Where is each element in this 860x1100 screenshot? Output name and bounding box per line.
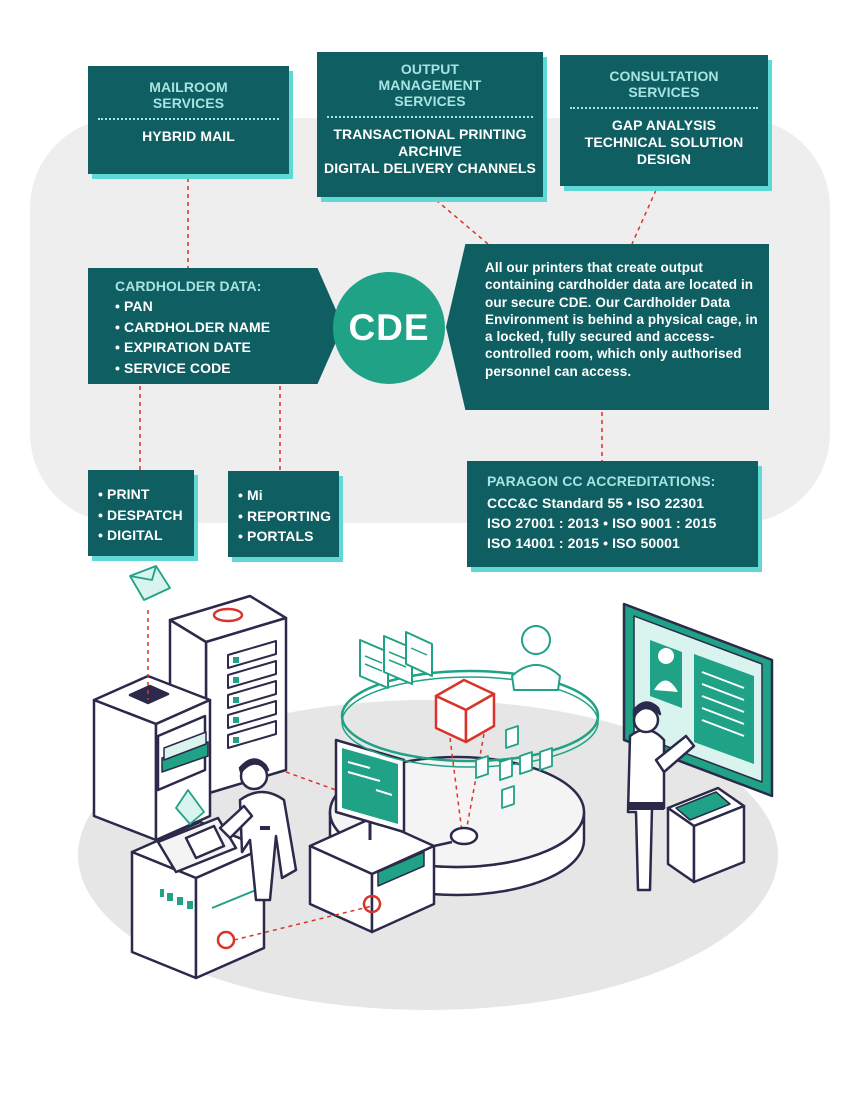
output-item: TRANSACTIONAL PRINTING <box>333 126 527 142</box>
cardholder-list: PAN CARDHOLDER NAME EXPIRATION DATE SERV… <box>115 296 343 378</box>
connector-consultation <box>631 189 657 245</box>
document-stack-icon <box>359 631 433 689</box>
mailroom-title: MAILROOM SERVICES <box>149 79 228 111</box>
consultation-item: TECHNICAL SOLUTION <box>584 134 744 150</box>
accreditation-line: ISO 14001 : 2015 • ISO 50001 <box>487 535 680 551</box>
consultation-title: CONSULTATION SERVICES <box>609 68 719 100</box>
cardholder-data-box: CARDHOLDER DATA: PAN CARDHOLDER NAME EXP… <box>88 268 343 384</box>
control-desk-icon <box>308 738 436 934</box>
list-item: EXPIRATION DATE <box>115 337 343 358</box>
list-item: DESPATCH <box>98 505 194 526</box>
consultation-services-box: CONSULTATION SERVICES GAP ANALYSIS TECHN… <box>560 55 768 186</box>
envelope-icon <box>175 789 205 825</box>
consultation-item: GAP ANALYSIS <box>611 117 717 133</box>
cde-description-box: All our printers that create output cont… <box>446 244 769 410</box>
output-item: DIGITAL DELIVERY CHANNELS <box>323 160 536 176</box>
accreditations-title: PARAGON CC ACCREDITATIONS: <box>487 473 716 489</box>
cde-description: All our printers that create output cont… <box>485 260 758 379</box>
accreditation-line: CCC&C Standard 55 • ISO 22301 <box>487 495 705 511</box>
person-icon <box>626 701 696 892</box>
server-tower-icon <box>168 594 288 796</box>
cde-circle: CDE <box>333 272 445 384</box>
data-tiles <box>475 725 553 809</box>
connector-output <box>435 199 489 245</box>
hologram-ring <box>340 669 600 768</box>
list-item: PRINT <box>98 484 194 505</box>
output-title-line: MANAGEMENT <box>378 77 482 93</box>
output-title-line: OUTPUT <box>400 61 460 77</box>
projector-icon <box>449 826 479 846</box>
envelope-icon <box>129 565 171 601</box>
output-item: ARCHIVE <box>398 143 462 159</box>
divider <box>570 107 758 109</box>
cable <box>433 840 453 848</box>
output-management-box: OUTPUT MANAGEMENT SERVICES TRANSACTIONAL… <box>317 52 543 197</box>
user-avatar-icon <box>511 625 561 691</box>
list-item: DIGITAL <box>98 525 194 546</box>
list-item: PAN <box>115 296 343 317</box>
mailroom-item: HYBRID MAIL <box>142 128 235 144</box>
divider <box>98 118 279 120</box>
accreditations-box: PARAGON CC ACCREDITATIONS: CCC&C Standar… <box>467 461 758 567</box>
output-title-line: SERVICES <box>394 93 466 109</box>
person-icon <box>218 758 298 902</box>
console-desk-icon <box>666 786 746 884</box>
cardholder-title: CARDHOLDER DATA: <box>115 278 262 294</box>
list-item: Mi <box>238 485 339 506</box>
list-item: REPORTING <box>238 506 339 527</box>
consultation-item: DESIGN <box>636 151 692 167</box>
list-item: CARDHOLDER NAME <box>115 317 343 338</box>
data-cube-icon <box>434 678 496 744</box>
divider <box>327 116 533 118</box>
print-list-box: PRINT DESPATCH DIGITAL <box>88 470 194 556</box>
reporting-list: Mi REPORTING PORTALS <box>238 485 339 547</box>
list-item: SERVICE CODE <box>115 358 343 379</box>
accreditation-line: ISO 27001 : 2013 • ISO 9001 : 2015 <box>487 515 717 531</box>
reporting-list-box: Mi REPORTING PORTALS <box>228 471 339 557</box>
print-list: PRINT DESPATCH DIGITAL <box>98 484 194 546</box>
list-item: PORTALS <box>238 526 339 547</box>
mailroom-services-box: MAILROOM SERVICES HYBRID MAIL <box>88 66 289 174</box>
